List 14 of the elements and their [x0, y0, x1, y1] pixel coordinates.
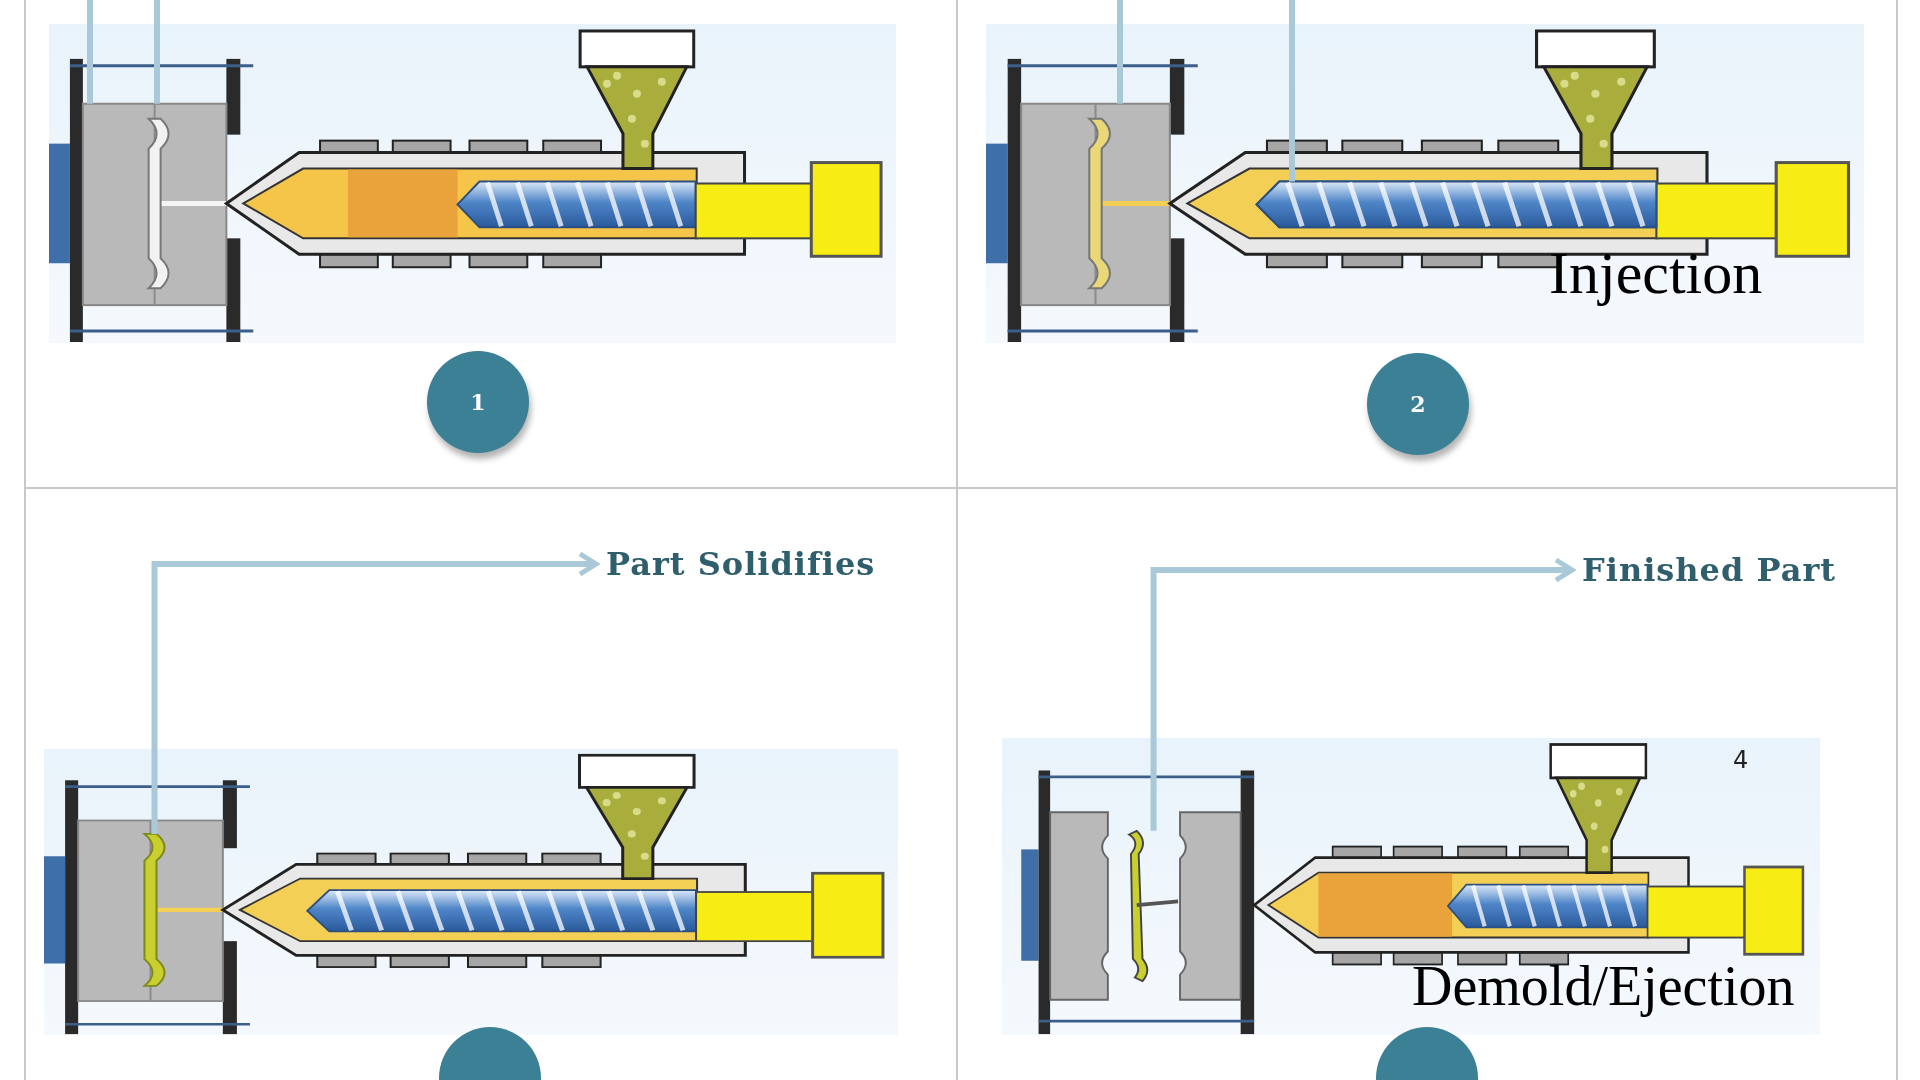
- mold-block: [81, 102, 228, 307]
- mold-block: [1020, 102, 1171, 307]
- ejected-part: [1128, 829, 1179, 983]
- leader-line: [1117, 0, 1123, 104]
- screw: [1255, 180, 1658, 229]
- molded-part: [143, 832, 166, 987]
- leader-line: [1289, 0, 1295, 182]
- callout-text: Finished Part: [1582, 546, 1837, 594]
- leader-arrow: [151, 551, 599, 834]
- step-number: 4: [1733, 748, 1749, 772]
- leader-line: [154, 0, 160, 104]
- callout-text: Part Solidifies: [606, 540, 876, 588]
- leader-line: [87, 0, 93, 104]
- leader-arrow: [1150, 557, 1575, 831]
